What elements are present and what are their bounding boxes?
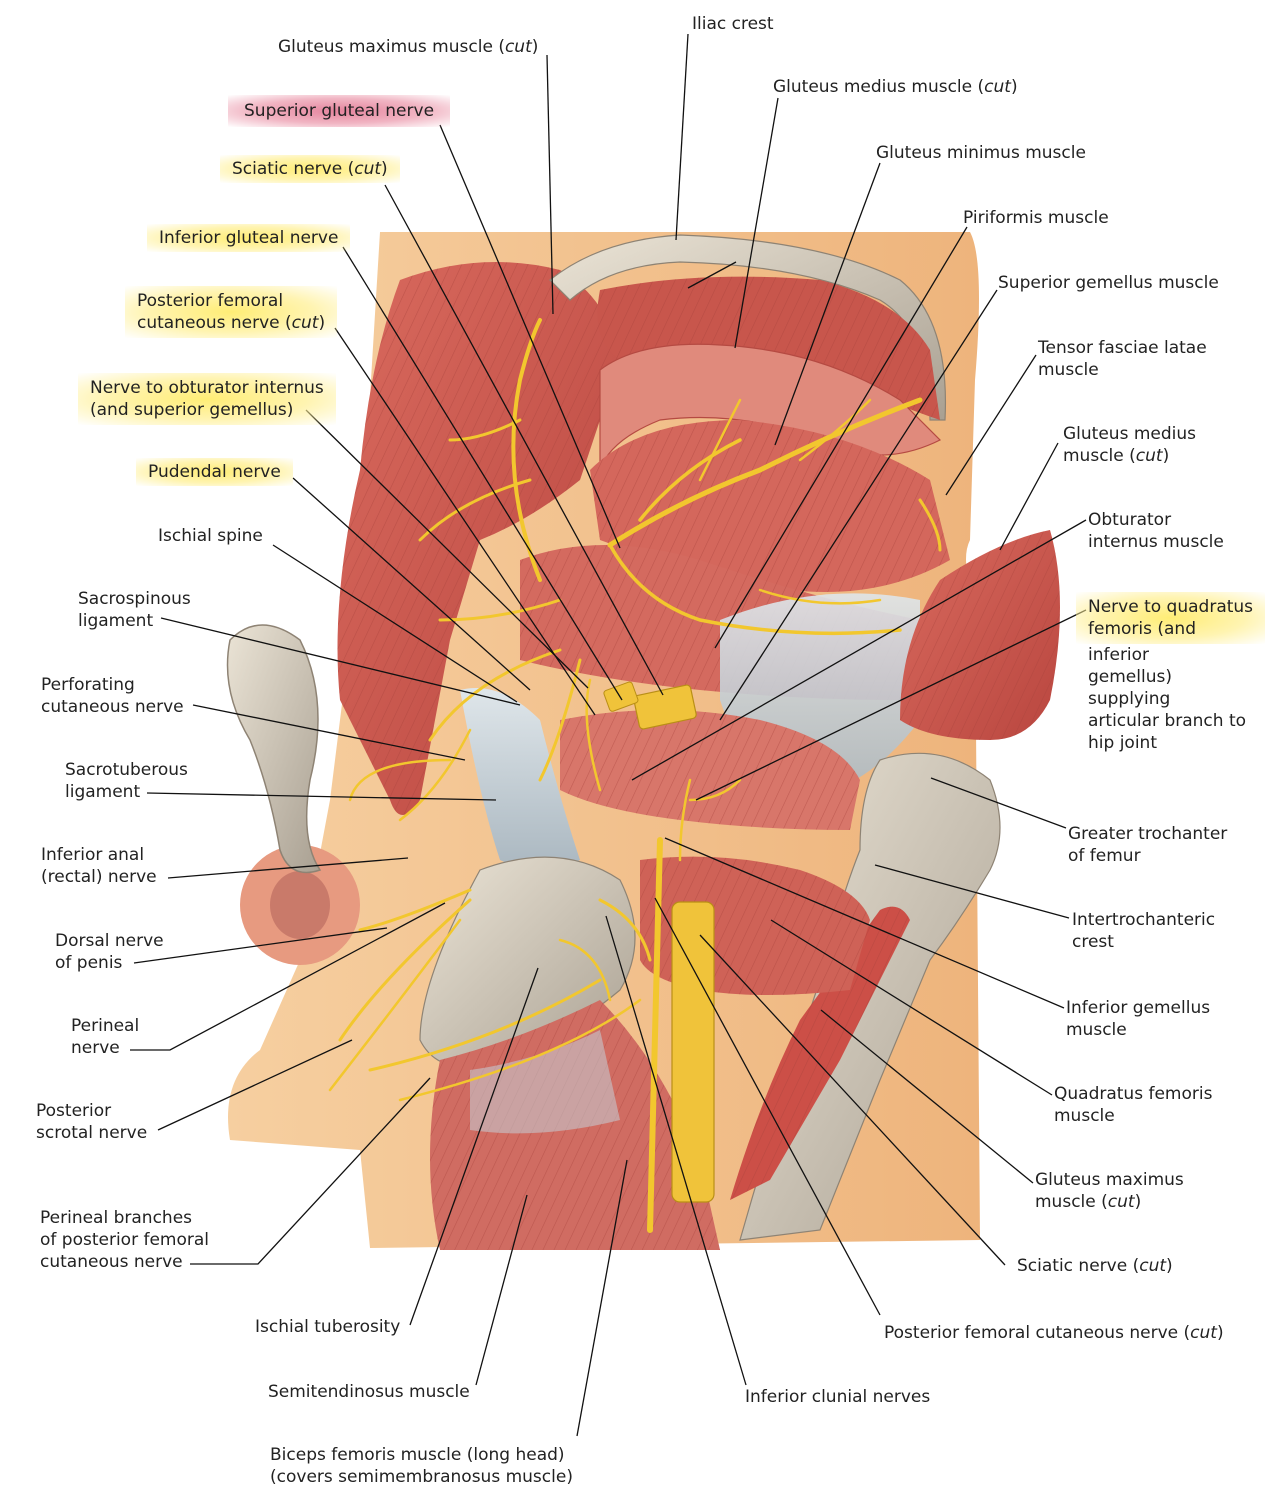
label-inferior-gluteal-nerve: Inferior gluteal nerve <box>147 224 351 252</box>
sacrotuberous-ligament <box>460 688 580 870</box>
label-greater-trochanter: Greater trochanter of femur <box>1068 824 1228 866</box>
label-ischial-spine: Ischial spine <box>158 526 263 546</box>
highlight-yellow: Posterior femoral cutaneous nerve (cut) <box>125 286 338 338</box>
label-gluteus-minimus: Gluteus minimus muscle <box>876 143 1086 163</box>
gemelli-obturator-muscles <box>560 710 860 830</box>
gluteus-medius-muscle <box>597 276 942 471</box>
label-nerve-to-obturator-internus: Nerve to obturator internus (and superio… <box>78 373 336 425</box>
gluteus-maximus-muscle <box>337 262 620 815</box>
label-gluteus-maximus-cut-right: Gluteus maximus muscle (cut) <box>1035 1170 1184 1212</box>
label-piriformis: Piriformis muscle <box>963 208 1109 228</box>
highlight-yellow: Sciatic nerve (cut) <box>220 155 400 183</box>
label-inferior-gemellus: Inferior gemellus muscle <box>1066 998 1211 1040</box>
label-dorsal-nerve-of-penis: Dorsal nerve of penis <box>55 931 164 973</box>
label-inferior-clunial-nerves: Inferior clunial nerves <box>745 1387 931 1407</box>
label-perineal-branches: Perineal branches of posterior femoral c… <box>40 1208 210 1272</box>
label-intertrochanteric-crest: Intertrochanteric crest <box>1072 910 1216 952</box>
label-semitendinosus: Semitendinosus muscle <box>268 1382 470 1402</box>
gluteus-minimus-muscle <box>590 420 950 592</box>
label-tensor-fasciae-latae: Tensor fasciae latae muscle <box>1038 338 1207 380</box>
gluteus-maximus-right-muscle <box>730 906 910 1200</box>
highlight-yellow: Nerve to obturator internus (and superio… <box>78 373 336 425</box>
label-superior-gemellus: Superior gemellus muscle <box>998 273 1219 293</box>
label-gluteus-maximus-cut-top: Gluteus maximus muscle (cut) <box>278 37 539 57</box>
label-sciatic-nerve-cut-left: Sciatic nerve (cut) <box>220 155 400 183</box>
label-inferior-anal-nerve: Inferior anal (rectal) nerve <box>41 845 157 887</box>
highlight-pink: Superior gluteal nerve <box>228 95 451 127</box>
highlight-yellow: Inferior gluteal nerve <box>147 224 351 252</box>
label-perforating-cutaneous-nerve: Perforating cutaneous nerve <box>41 675 184 717</box>
label-gluteus-medius-cut-right: Gluteus medius muscle (cut) <box>1063 424 1196 466</box>
label-posterior-femoral-cutaneous-bottom: Posterior femoral cutaneous nerve (cut) <box>884 1323 1224 1343</box>
hamstring-muscles <box>430 1000 720 1250</box>
gluteus-medius-right-muscle <box>900 530 1060 740</box>
label-perineal-nerve: Perineal nerve <box>71 1016 140 1058</box>
label-ischial-tuberosity: Ischial tuberosity <box>255 1317 401 1337</box>
leader-lines <box>130 33 1087 1437</box>
label-posterior-scrotal-nerve: Posterior scrotal nerve <box>36 1101 148 1143</box>
label-sacrospinous-ligament: Sacrospinous ligament <box>78 589 191 631</box>
label-pudendal-nerve: Pudendal nerve <box>136 458 293 486</box>
label-sciatic-nerve-cut-right: Sciatic nerve (cut) <box>1017 1256 1173 1276</box>
highlight-yellow: Nerve to quadratus femoris (and <box>1076 592 1266 644</box>
label-sacrotuberous-ligament: Sacrotuberous ligament <box>65 760 188 802</box>
sacrum-bone <box>226 624 322 874</box>
label-superior-gluteal-nerve: Superior gluteal nerve <box>228 95 451 127</box>
posterior-femoral-stump <box>603 681 639 712</box>
nerve-branches <box>328 318 942 1233</box>
highlight-yellow: Pudendal nerve <box>136 458 293 486</box>
label-obturator-internus: Obturator internus muscle <box>1088 510 1224 552</box>
label-quadratus-femoris: Quadratus femoris muscle <box>1054 1084 1213 1126</box>
sciatic-nerve-stump <box>671 901 715 1203</box>
label-posterior-femoral-cutaneous: Posterior femoral cutaneous nerve (cut) <box>125 286 338 338</box>
label-biceps-femoris: Biceps femoris muscle (long head) (cover… <box>270 1445 573 1487</box>
iliac-crest-bone <box>549 234 947 421</box>
sciatic-nerve-upper-stump <box>633 684 697 730</box>
label-gluteus-medius-cut-top: Gluteus medius muscle (cut) <box>773 77 1018 97</box>
label-nerve-to-quadratus-femoris: Nerve to quadratus femoris (and inferior… <box>1076 592 1266 754</box>
label-iliac-crest: Iliac crest <box>692 14 774 34</box>
